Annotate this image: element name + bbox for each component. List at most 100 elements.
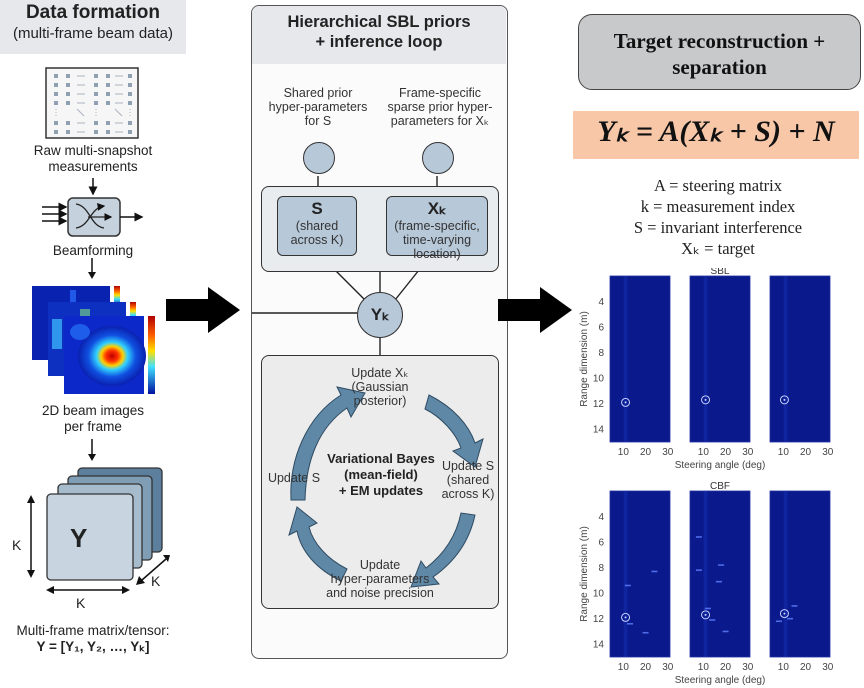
x-tick-label: 20 xyxy=(640,662,652,673)
tensor-stack-icon xyxy=(27,467,170,594)
x-axis-label: Steering angle (deg) xyxy=(675,460,766,471)
x-tick-label: 30 xyxy=(822,447,834,458)
x-tick-label: 30 xyxy=(822,662,834,673)
loop-step-update-x: Update Xₖ (Gaussian posterior) xyxy=(330,366,430,408)
target-marker xyxy=(621,397,631,407)
legend-line-x: Xₖ = target xyxy=(681,239,755,258)
symbol-legend: A = steering matrix k = measurement inde… xyxy=(576,175,860,259)
y-tick-label: 6 xyxy=(598,538,604,549)
y-tick-label: 10 xyxy=(593,374,605,385)
x-tick-label: 10 xyxy=(698,447,710,458)
clutter-point xyxy=(627,623,633,625)
target-marker-center xyxy=(624,401,627,404)
target-marker xyxy=(779,395,789,405)
x-tick-label: 10 xyxy=(778,447,790,458)
frame-prior-node xyxy=(422,142,454,174)
tensor-caption-line-1: Multi-frame matrix/tensor: xyxy=(16,623,170,638)
clutter-point xyxy=(642,631,649,634)
target-marker xyxy=(779,609,789,619)
target-marker-center xyxy=(704,613,707,616)
shared-prior-label: Shared prior hyper-parameters for S xyxy=(262,86,374,128)
flow-arrow-icon xyxy=(166,287,240,333)
clutter-point xyxy=(624,584,631,587)
x-tick-label: 20 xyxy=(720,662,732,673)
target-marker-center xyxy=(624,616,627,619)
raw-label-line-1: Raw multi-snapshot xyxy=(33,143,153,158)
clutter-point xyxy=(651,570,658,573)
x-tick-label: 30 xyxy=(662,447,674,458)
dim-label-depth: K xyxy=(151,573,161,589)
loop-center-line-1: Variational Bayes xyxy=(327,451,435,466)
s-node-desc-1: (shared xyxy=(295,219,339,233)
shared-prior-line-3: for S xyxy=(304,114,332,128)
y-tick-label: 4 xyxy=(598,512,604,523)
clutter-point xyxy=(709,619,716,621)
y-axis-label: Range dimension (m) xyxy=(579,526,590,622)
target-marker-center xyxy=(783,612,786,615)
x-node-desc-2: time-varying xyxy=(402,233,472,247)
loop-center-line-2: (mean-field) xyxy=(344,467,418,482)
loop-center-label: Variational Bayes (mean-field) + EM upda… xyxy=(318,451,444,499)
target-marker xyxy=(701,610,711,620)
frame-prior-line-3: parameters for Xₖ xyxy=(390,114,490,128)
y-tick-label: 14 xyxy=(593,425,605,436)
target-marker-center xyxy=(704,398,707,401)
loop-right-line-2: (shared xyxy=(446,473,490,487)
beamforming-label: Beamforming xyxy=(52,243,134,258)
y-tick-label: 14 xyxy=(593,640,605,651)
legend-line-s: S = invariant interference xyxy=(633,218,803,237)
angle-streak xyxy=(783,491,788,657)
beam-images-label: 2D beam images per frame xyxy=(0,403,186,435)
loop-top-line-1: Update Xₖ xyxy=(351,366,409,380)
clutter-point xyxy=(775,620,782,623)
x-tick-label: 30 xyxy=(742,662,754,673)
loop-bottom-line-3: and noise precision xyxy=(326,586,434,600)
target-title-line-1: Target reconstruction + xyxy=(613,29,826,53)
loop-right-line-3: across K) xyxy=(441,487,495,501)
target-title: Target reconstruction + separation xyxy=(578,28,861,80)
s-node: S (shared across K) xyxy=(277,196,357,256)
down-arrow-icon xyxy=(88,258,96,279)
shared-prior-node xyxy=(303,142,335,174)
loop-top-line-2: (Gaussian xyxy=(351,380,409,394)
target-marker xyxy=(701,395,711,405)
shared-prior-line-2: hyper-parameters xyxy=(268,100,368,114)
left-header-band xyxy=(0,0,186,54)
cycle-arrow-bottom-right xyxy=(410,512,476,588)
equation-box xyxy=(573,111,859,159)
legend-line-a: A = steering matrix xyxy=(654,176,782,195)
target-title-line-2: separation xyxy=(672,55,767,79)
raw-measurements-label: Raw multi-snapshot measurements xyxy=(0,143,186,175)
x-tick-label: 10 xyxy=(618,447,630,458)
loop-step-update-hyper: Update hyper-parameters and noise precis… xyxy=(310,558,450,600)
loop-step-update-s-left: Update S xyxy=(267,471,321,485)
beam-images-stack-icon xyxy=(32,286,155,394)
beamforming-block-icon xyxy=(42,178,144,237)
x-axis-label: Steering angle (deg) xyxy=(675,675,766,686)
x-tick-label: 20 xyxy=(800,662,812,673)
angle-streak xyxy=(623,276,628,442)
clutter-point xyxy=(695,536,702,538)
x-tick-label: 30 xyxy=(742,447,754,458)
loop-top-line-3: posterior) xyxy=(353,394,407,408)
cycle-arrow-bottom-left xyxy=(288,506,348,582)
clutter-point xyxy=(718,564,725,566)
plot-title-cbf: CBF xyxy=(710,481,730,492)
heatmap-panel xyxy=(609,490,671,658)
y-axis-label: Range dimension (m) xyxy=(579,311,590,407)
loop-bottom-line-2: hyper-parameters xyxy=(330,572,430,586)
target-marker-center xyxy=(783,398,786,401)
tensor-caption: Multi-frame matrix/tensor: Y = [Y₁, Y₂, … xyxy=(0,623,186,655)
frame-prior-line-1: Frame-specific xyxy=(399,86,481,100)
tensor-caption-line-2: Y = [Y₁, Y₂, …, Yₖ] xyxy=(36,639,150,654)
flow-arrow-icon xyxy=(498,287,572,333)
shared-prior-line-1: Shared prior xyxy=(283,86,353,100)
x-tick-label: 20 xyxy=(800,447,812,458)
s-node-desc-2: across K) xyxy=(290,233,344,247)
x-node-desc-3: location) xyxy=(413,247,461,261)
frame-prior-line-2: sparse prior hyper- xyxy=(387,100,493,114)
y-tick-label: 4 xyxy=(598,297,604,308)
x-node-symbol: Xₖ xyxy=(427,199,447,218)
x-node-desc-1: (frame-specific, xyxy=(394,219,480,233)
